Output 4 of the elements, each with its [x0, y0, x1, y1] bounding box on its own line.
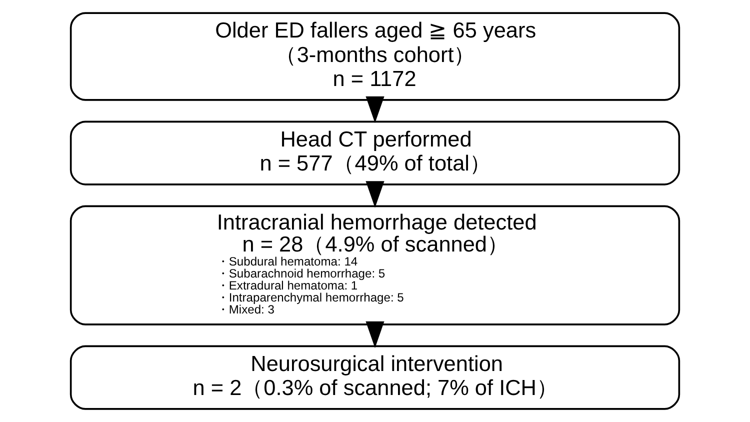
arrow: [366, 96, 384, 123]
arrow: [366, 321, 384, 348]
arrow: [366, 181, 384, 208]
node-box: Neurosurgical intervention n = 2（0.3% of scanned; 7% of ICH）: [70, 345, 680, 410]
